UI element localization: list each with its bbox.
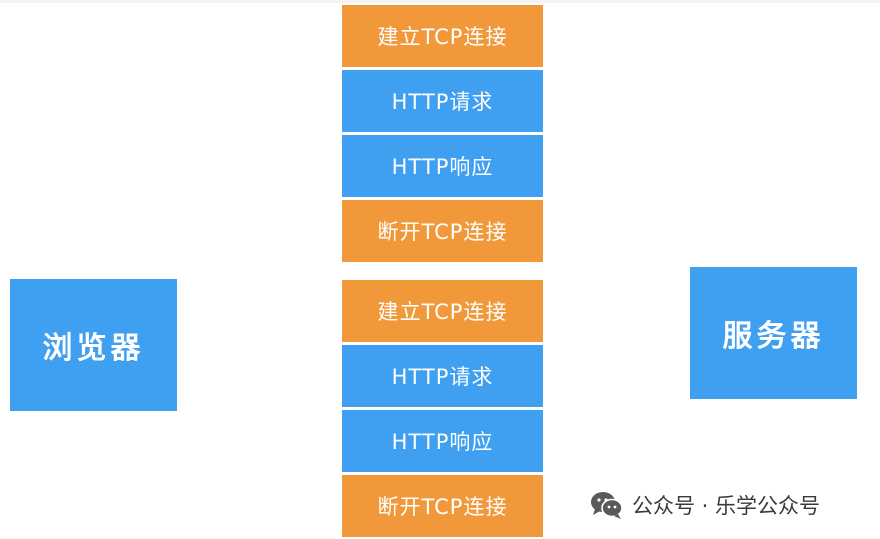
- top-divider: [0, 0, 880, 3]
- server-box: 服务器: [690, 267, 857, 399]
- step-label: HTTP请求: [391, 90, 494, 114]
- browser-box: 浏览器: [10, 279, 177, 411]
- step-disconnect-1: 断开TCP连接: [342, 200, 543, 262]
- step-request-1: HTTP请求: [342, 70, 543, 132]
- step-label: 建立TCP连接: [377, 25, 508, 49]
- step-label: 断开TCP连接: [377, 495, 508, 519]
- server-label: 服务器: [722, 319, 825, 354]
- browser-label: 浏览器: [42, 331, 145, 366]
- step-connect-1: 建立TCP连接: [342, 5, 543, 67]
- step-label: 断开TCP连接: [377, 220, 508, 244]
- step-response-2: HTTP响应: [342, 410, 543, 472]
- watermark-text: 公众号 · 乐学公众号: [632, 494, 821, 518]
- step-label: 建立TCP连接: [377, 300, 508, 324]
- step-response-1: HTTP响应: [342, 135, 543, 197]
- watermark: 公众号 · 乐学公众号: [590, 488, 820, 522]
- wechat-icon: [591, 492, 623, 519]
- step-request-2: HTTP请求: [342, 345, 543, 407]
- step-label: HTTP响应: [391, 155, 494, 179]
- step-label: HTTP响应: [391, 430, 494, 454]
- step-label: HTTP请求: [391, 365, 494, 389]
- step-disconnect-2: 断开TCP连接: [342, 475, 543, 537]
- step-connect-2: 建立TCP连接: [342, 280, 543, 342]
